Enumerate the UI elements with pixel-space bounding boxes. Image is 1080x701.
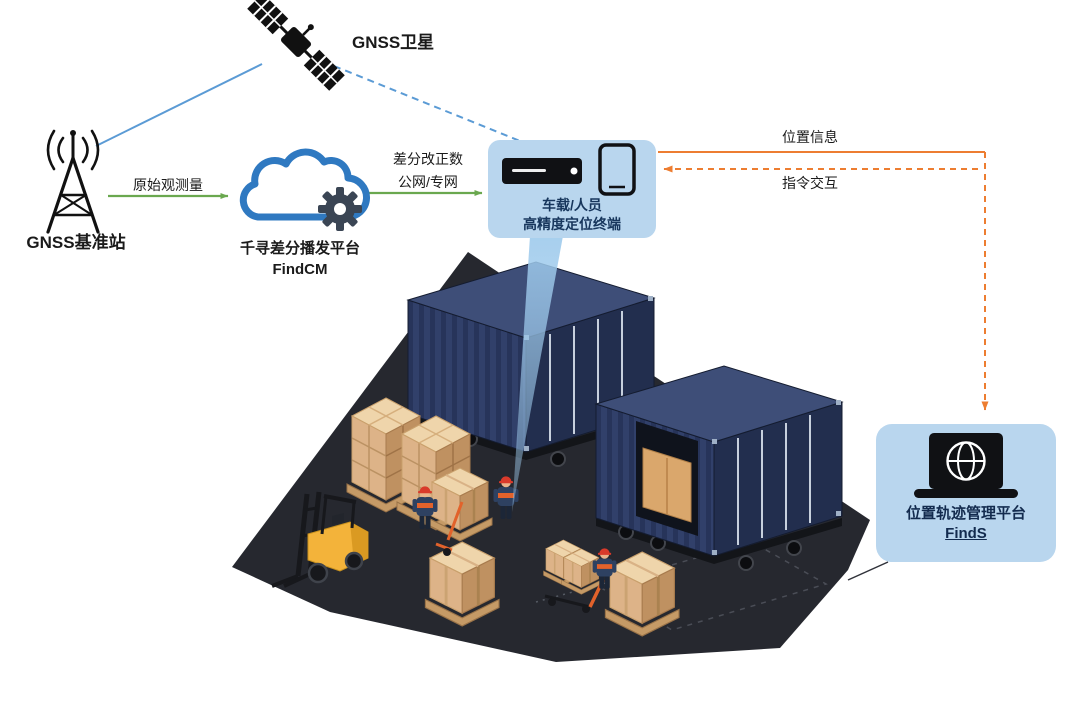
finds-panel: 位置轨迹管理平台 FindS bbox=[876, 424, 1056, 562]
link-satellite-to-terminal bbox=[333, 65, 521, 142]
position-info-label: 位置信息 bbox=[782, 129, 838, 145]
link-satellite-to-base bbox=[95, 63, 263, 147]
radio-tower-icon bbox=[46, 129, 100, 234]
satellite-icon bbox=[247, 0, 345, 91]
raw-observation-label: 原始观测量 bbox=[133, 177, 203, 193]
arrow-position-info bbox=[658, 151, 989, 411]
terminal-label-line2: 高精度定位终端 bbox=[523, 216, 621, 232]
terminal-panel-icons bbox=[502, 143, 636, 196]
correction-platform-name: 千寻差分播发平台 bbox=[239, 240, 360, 257]
gnss-receiver-icon bbox=[502, 158, 582, 184]
management-platform-product: FindS bbox=[945, 525, 987, 542]
warehouse-illustration bbox=[232, 252, 870, 662]
smartphone-icon bbox=[598, 143, 636, 196]
correction-platform-product: FindCM bbox=[272, 261, 328, 278]
management-platform-name: 位置轨迹管理平台 bbox=[905, 505, 1026, 522]
forklift bbox=[271, 491, 369, 588]
container-2 bbox=[595, 365, 843, 571]
gear-icon bbox=[318, 187, 362, 231]
base-station-label: GNSS基准站 bbox=[26, 233, 126, 252]
positioning-beam bbox=[512, 236, 563, 512]
corrections-label-line2: 公网/专网 bbox=[398, 174, 458, 190]
callout-line-finds-to-scene bbox=[847, 561, 889, 581]
corrections-label-line1: 差分改正数 bbox=[393, 151, 463, 167]
command-exchange-label: 指令交互 bbox=[782, 175, 838, 191]
terminal-panel: 车载/人员 高精度定位终端 bbox=[488, 140, 656, 238]
laptop-globe-icon bbox=[914, 433, 1018, 498]
satellite-label: GNSS卫星 bbox=[352, 33, 435, 52]
terminal-label-line1: 车载/人员 bbox=[542, 197, 602, 213]
hand-truck bbox=[435, 501, 464, 556]
